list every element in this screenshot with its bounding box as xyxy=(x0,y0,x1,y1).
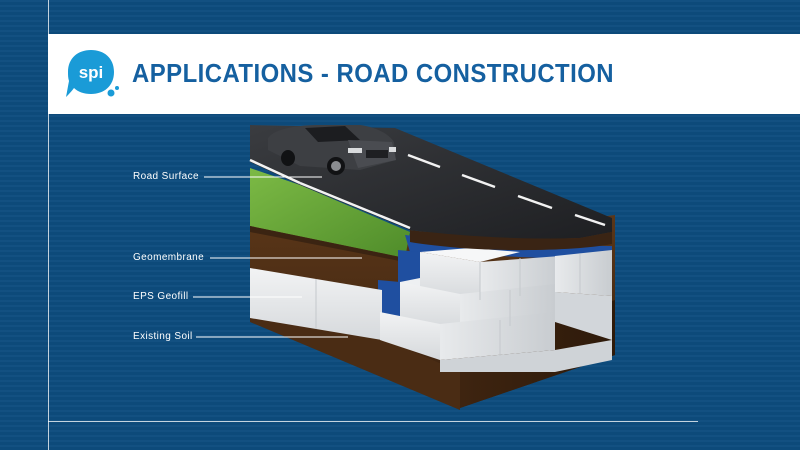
geomembrane-label: Geomembrane xyxy=(133,252,205,263)
car-illustration xyxy=(268,125,396,175)
grass-edge xyxy=(250,226,405,262)
page-title: APPLICATIONS - ROAD CONSTRUCTION xyxy=(132,58,615,88)
grass-area xyxy=(250,168,410,258)
road-surface-label: Road Surface xyxy=(133,171,199,182)
logo-text: spi xyxy=(79,63,104,82)
existing-soil-label: Existing Soil xyxy=(133,331,193,342)
spi-logo: spi xyxy=(66,50,119,97)
decorative-vertical-line xyxy=(48,0,49,450)
eps-geofill-label: EPS Geofill xyxy=(133,291,189,302)
decorative-horizontal-line xyxy=(48,421,698,422)
eps-geofill-blocks xyxy=(250,248,612,372)
title-banner: spi APPLICATIONS - ROAD CONSTRUCTION xyxy=(48,34,800,114)
